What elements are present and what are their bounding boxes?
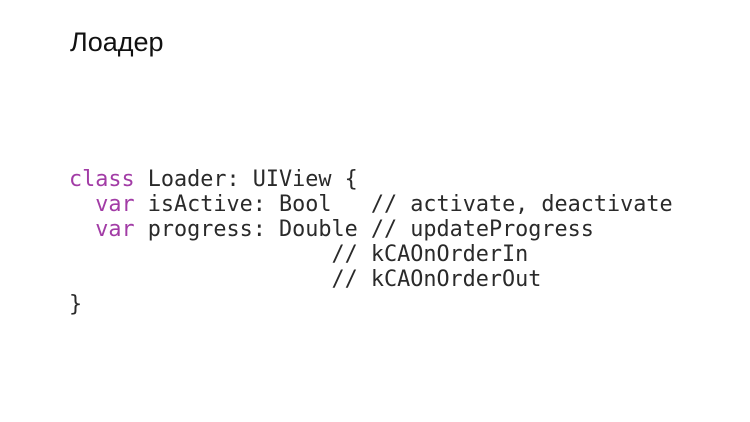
code-line-comment-orderout: // kCAOnOrderOut <box>69 267 542 292</box>
keyword-var: var <box>95 192 135 217</box>
code-line-comment-orderin: // kCAOnOrderIn <box>69 242 529 267</box>
keyword-var: var <box>95 217 135 242</box>
slide-title: Лоадер <box>70 27 164 57</box>
code-block: class Loader: UIView { var isActive: Boo… <box>69 167 673 317</box>
keyword-class: class <box>69 167 135 192</box>
code-indent <box>69 217 95 242</box>
code-line-closing-brace: } <box>69 292 83 317</box>
code-line-isactive: var isActive: Bool // activate, deactiva… <box>69 192 673 217</box>
code-indent <box>69 192 95 217</box>
code-text: progress: Double // updateProgress <box>134 217 594 242</box>
code-text: isActive: Bool // activate, deactivate <box>134 192 673 217</box>
code-line-progress: var progress: Double // updateProgress <box>69 217 673 242</box>
code-text: Loader: UIView { <box>134 167 358 192</box>
code-line-class-declaration: class Loader: UIView { <box>69 167 673 192</box>
